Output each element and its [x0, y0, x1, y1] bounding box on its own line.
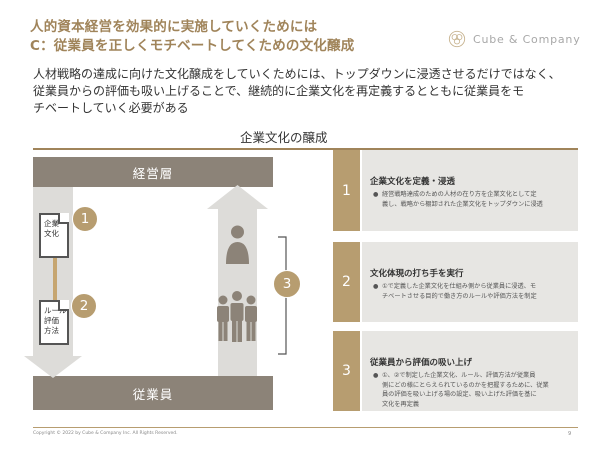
- lead-line-2: 従業員からの評価も吸い上げることで、継続的に企業文化を再定義するとともに従業員を…: [33, 84, 525, 98]
- step-2-description: ● ①で定義した企業文化を仕組み側から従業員に浸透、モ チベートさせる目的で働き…: [370, 282, 570, 301]
- copyright-text: Copyright © 2022 by Cube & Company Inc. …: [33, 431, 178, 436]
- up-arrow-icon: [207, 185, 268, 376]
- step-1-panel: 企業文化を定義・浸透 ● 経営戦略達成のための人材の在り方を企業文化として定 義…: [362, 150, 578, 231]
- step-3-description-text: ①、②で制定した企業文化、ルール、評価方法が従業員 側にどの様にとらえられている…: [382, 372, 549, 408]
- cube-logo-icon: [448, 30, 466, 48]
- step-2-number: 2: [333, 242, 360, 322]
- step-1-title: 企業文化を定義・浸透: [370, 177, 456, 187]
- rules-evaluation-document: ルール 評価 方法: [39, 300, 69, 345]
- doc1-line1: 企業: [44, 219, 59, 228]
- bullet-icon: ●: [373, 283, 379, 290]
- person-icon: [226, 225, 249, 264]
- step-1-description: ● 経営戦略達成のための人材の在り方を企業文化として定 義し、戦略から棚卸された…: [370, 190, 570, 209]
- diagram-graphics: [24, 185, 287, 378]
- step-1-number: 1: [333, 150, 360, 231]
- lead-line-1: 人材戦略の達成に向けた文化醸成をしていくためには、トップダウンに浸透させるだけで…: [33, 67, 561, 81]
- bullet-icon: ●: [373, 372, 379, 379]
- logo-text: Cube & Company: [473, 32, 581, 46]
- diagram-step-2-badge: 2: [71, 293, 97, 319]
- employees-bar: 従業員: [33, 376, 273, 410]
- footer-divider: [33, 427, 578, 428]
- lead-text: 人材戦略の達成に向けた文化醸成をしていくためには、トップダウンに浸透させるだけで…: [33, 66, 578, 117]
- lead-line-3: チベートしていく必要がある: [33, 101, 189, 115]
- doc2-line2: 評価: [44, 316, 59, 325]
- step-2-description-text: ①で定義した企業文化を仕組み側から従業員に浸透、モ チベートさせる目的で働き方の…: [382, 283, 537, 300]
- people-group-icon: [217, 291, 257, 342]
- diagram-step-3-badge: 3: [273, 270, 301, 298]
- step-1-description-text: 経営戦略達成のための人材の在り方を企業文化として定 義し、戦略から棚卸された企業…: [382, 191, 543, 208]
- corporate-culture-document: 企業 文化: [39, 213, 69, 258]
- step-3-number: 3: [333, 331, 360, 411]
- diagram-step-1-badge: 1: [72, 206, 98, 232]
- company-logo: Cube & Company: [448, 30, 581, 48]
- diagram-title: 企業文化の醸成: [240, 130, 328, 145]
- management-bar: 経営層: [33, 157, 273, 187]
- step-2-title: 文化体現の打ち手を実行: [370, 269, 464, 279]
- step-3-title: 従業員から評価の吸い上げ: [370, 358, 473, 368]
- bullet-icon: ●: [373, 191, 379, 198]
- doc1-line2: 文化: [44, 229, 59, 238]
- step-3-panel: 従業員から評価の吸い上げ ● ①、②で制定した企業文化、ルール、評価方法が従業員…: [362, 331, 578, 411]
- doc2-line3: 方法: [44, 326, 59, 335]
- page-number: 9: [568, 431, 572, 437]
- diagram-title-divider: [33, 148, 578, 150]
- page-title-line2: C：従業員を正しくモチベートしてくための文化醸成: [30, 38, 355, 54]
- step-2-panel: 文化体現の打ち手を実行 ● ①で定義した企業文化を仕組み側から従業員に浸透、モ …: [362, 242, 578, 322]
- page-title-line1: 人的資本経営を効果的に実施していくためには: [30, 19, 318, 35]
- doc2-line1: ルール: [44, 306, 67, 315]
- step-3-description: ● ①、②で制定した企業文化、ルール、評価方法が従業員 側にどの様にとらえられて…: [370, 371, 570, 409]
- connector-line: [53, 236, 57, 301]
